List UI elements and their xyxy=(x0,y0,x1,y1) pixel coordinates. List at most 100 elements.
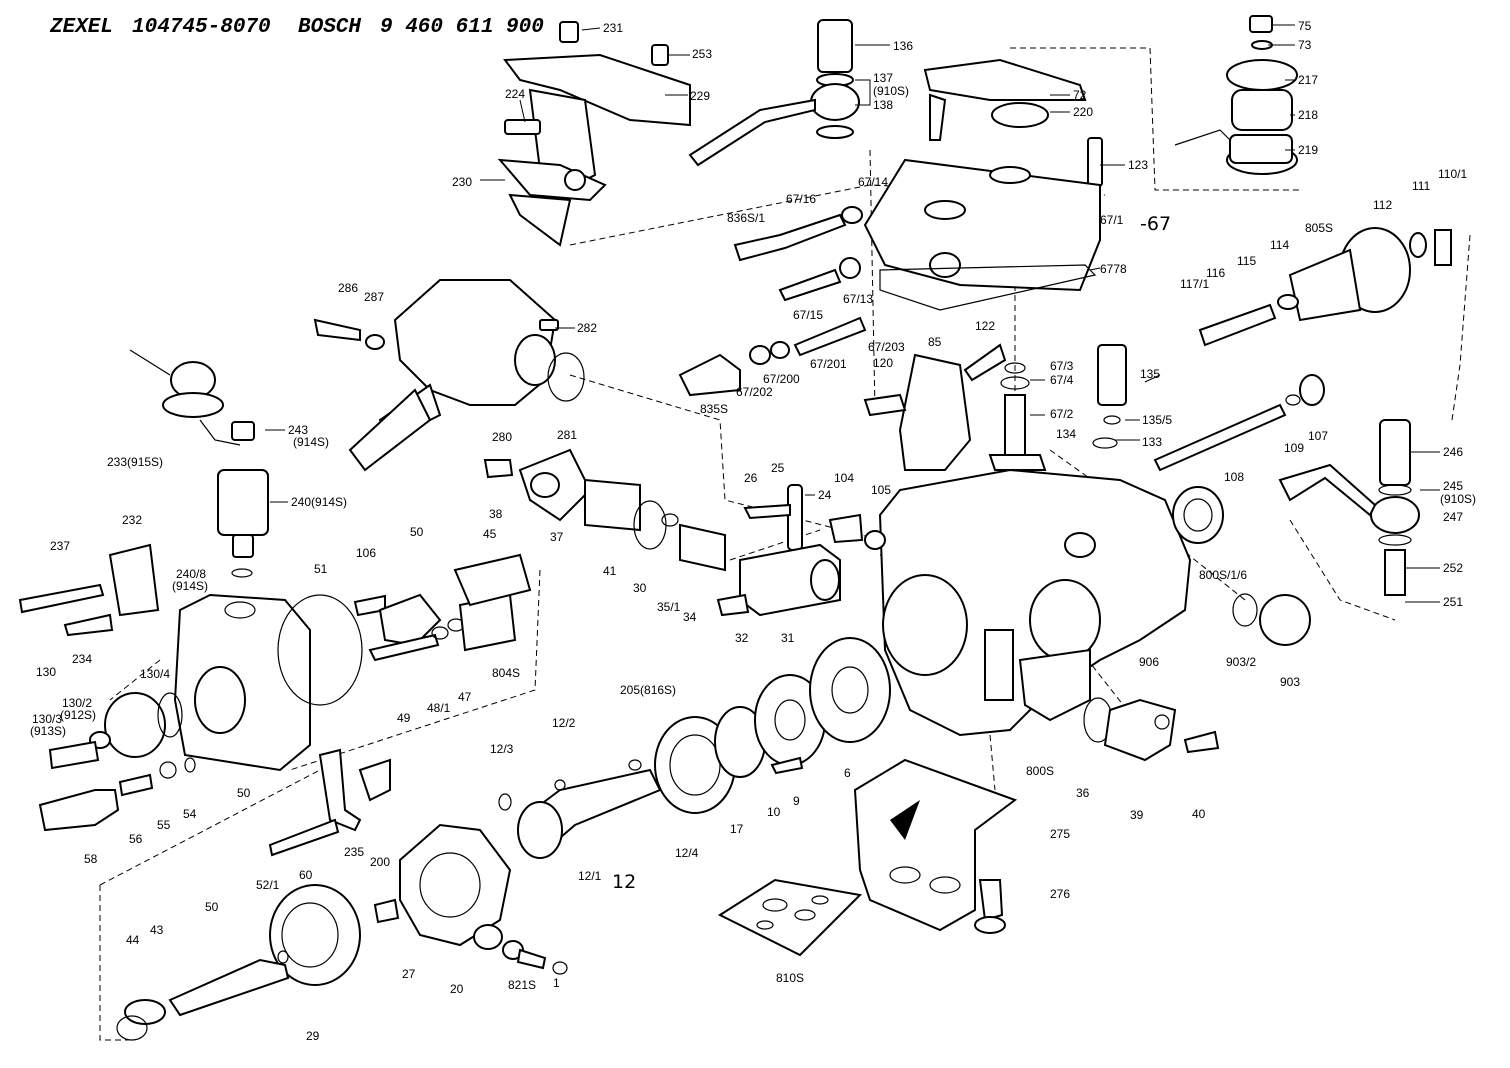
label-235: 235 xyxy=(344,845,364,859)
label-280: 280 xyxy=(492,430,512,444)
label-30: 30 xyxy=(633,581,647,595)
label-24: 24 xyxy=(818,488,832,502)
label-135: 135 xyxy=(1140,367,1160,381)
label-234: 234 xyxy=(72,652,92,666)
label-903-2: 903/2 xyxy=(1226,655,1256,669)
label-67-1: 67/1 xyxy=(1100,213,1124,227)
label-58: 58 xyxy=(84,852,98,866)
label-246: 246 xyxy=(1443,445,1463,459)
part-labels: 231 253 229 224 230 136 137 (910S) 138 7… xyxy=(30,19,1476,1043)
adjusting-screws xyxy=(678,206,867,397)
label-810s: 810S xyxy=(776,971,804,985)
seal-and-plug xyxy=(1172,486,1311,646)
lever-85 xyxy=(863,343,1007,471)
label-26: 26 xyxy=(744,471,758,485)
label-12-3: 12/3 xyxy=(490,742,514,756)
distributor-plunger-parts xyxy=(353,553,532,662)
label-130-3: 130/3 xyxy=(32,712,62,726)
label-117-1: 117/1 xyxy=(1180,277,1209,291)
pin-group-24 xyxy=(743,484,886,551)
label-914s-a: (914S) xyxy=(293,435,329,449)
label-123: 123 xyxy=(1128,158,1148,172)
label-286: 286 xyxy=(338,281,358,295)
gasket-kit-810s xyxy=(717,878,863,957)
label-73: 73 xyxy=(1298,38,1312,52)
label-12-1: 12/1 xyxy=(578,869,602,883)
label-44: 44 xyxy=(126,933,140,947)
label-36: 36 xyxy=(1076,786,1090,800)
label-50-a: 50 xyxy=(410,525,424,539)
label-229: 229 xyxy=(690,89,710,103)
lever-235 xyxy=(268,748,391,857)
header-brand-zexel: ZEXEL xyxy=(49,16,113,39)
label-800s: 800S xyxy=(1026,764,1054,778)
label-50-c: 50 xyxy=(205,900,219,914)
label-1: 1 xyxy=(553,976,560,990)
governor-cover xyxy=(863,158,1101,311)
label-219: 219 xyxy=(1298,143,1318,157)
label-237: 237 xyxy=(50,539,70,553)
label-67-3: 67/3 xyxy=(1050,359,1074,373)
label-32: 32 xyxy=(735,631,749,645)
label-804s: 804S xyxy=(492,666,520,680)
header-part-number-zexel: 104745-8070 xyxy=(132,16,271,39)
label-910s-b: (910S) xyxy=(1440,492,1476,506)
cover-plate-39 xyxy=(1083,697,1220,762)
label-12-4: 12/4 xyxy=(675,846,699,860)
label-10: 10 xyxy=(767,805,781,819)
label-217: 217 xyxy=(1298,73,1318,87)
label-240-8: 240/8 xyxy=(176,567,206,581)
label-116: 116 xyxy=(1206,266,1225,280)
header-part-number-bosch: 9 460 611 900 xyxy=(380,16,544,39)
banjo-fitting-136 xyxy=(688,19,860,167)
label-39: 39 xyxy=(1130,808,1144,822)
label-67-15: 67/15 xyxy=(793,308,823,322)
label-130: 130 xyxy=(36,665,56,679)
label-906: 906 xyxy=(1139,655,1159,669)
label-17: 17 xyxy=(730,822,744,836)
label-281: 281 xyxy=(557,428,577,442)
label-821s: 821S xyxy=(508,978,536,992)
delivery-valve-group xyxy=(38,692,196,832)
label-35-1: 35/1 xyxy=(657,600,681,614)
roller-ring-27 xyxy=(373,823,512,947)
label-67-202: 67/202 xyxy=(736,385,773,399)
label-912s: (912S) xyxy=(60,708,96,722)
label-245: 245 xyxy=(1443,479,1463,493)
label-224: 224 xyxy=(505,87,525,101)
label-27: 27 xyxy=(402,967,416,981)
cam-plate-29 xyxy=(116,884,361,1041)
label-72: 72 xyxy=(1073,88,1087,102)
roller-set-20 xyxy=(473,924,568,975)
label-67-14: 67/14 xyxy=(858,175,888,189)
label-282: 282 xyxy=(577,321,597,335)
label-55: 55 xyxy=(157,818,171,832)
handwritten-note-67: -67 xyxy=(1140,213,1171,235)
label-29: 29 xyxy=(306,1029,320,1043)
governor-shaft xyxy=(988,362,1047,471)
label-67-200: 67/200 xyxy=(763,372,800,386)
label-247: 247 xyxy=(1443,510,1463,524)
label-243: 243 xyxy=(288,423,308,437)
header-brand-bosch: BOSCH xyxy=(298,16,361,39)
stop-solenoid-240 xyxy=(129,349,269,578)
label-120: 120 xyxy=(873,356,893,370)
label-135-5: 135/5 xyxy=(1142,413,1172,427)
label-67-4: 67/4 xyxy=(1050,373,1074,387)
label-252: 252 xyxy=(1443,561,1463,575)
label-48-1: 48/1 xyxy=(427,701,451,715)
timer-piston-31 xyxy=(716,543,841,617)
label-109: 109 xyxy=(1284,441,1304,455)
label-110-1: 110/1 xyxy=(1438,167,1467,181)
label-67-2: 67/2 xyxy=(1050,407,1074,421)
label-218: 218 xyxy=(1298,108,1318,122)
hydraulic-head-50 xyxy=(18,543,363,772)
label-49: 49 xyxy=(397,711,411,725)
label-200: 200 xyxy=(370,855,390,869)
timer-cover-37 xyxy=(483,448,726,572)
label-20: 20 xyxy=(450,982,464,996)
label-37: 37 xyxy=(550,530,564,544)
label-800s-1-6: 800S/1/6 xyxy=(1199,568,1247,582)
label-60: 60 xyxy=(299,868,313,882)
